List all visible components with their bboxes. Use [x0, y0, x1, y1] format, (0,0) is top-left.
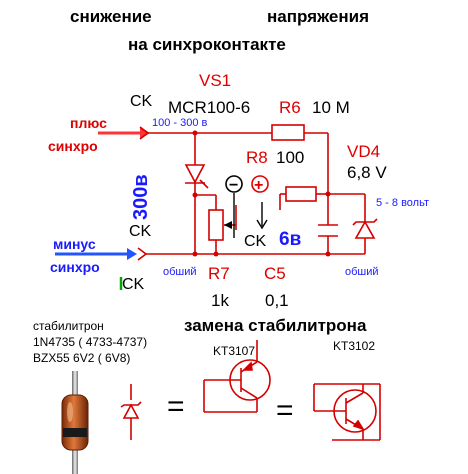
vs1-ref: VS1 — [199, 71, 231, 90]
r7-wiper-arrow — [224, 221, 232, 229]
pnp-transistor-kt3107 — [203, 340, 271, 413]
equals-1: = — [167, 390, 185, 423]
vd4-zener — [352, 218, 378, 239]
minus-sign: − — [229, 177, 238, 194]
r8-resistor — [285, 186, 317, 202]
sync-top-label: синхро — [48, 138, 98, 154]
r6-ref: R6 — [279, 98, 301, 117]
zener-diode-illustration — [61, 371, 89, 474]
v6-label: 6в — [279, 229, 301, 250]
zener-note-1: стабилитрон — [33, 319, 104, 333]
zener-symbol — [120, 384, 142, 440]
zener-note-2: 1N4735 ( 4733-4737) — [33, 335, 147, 349]
title-right: напряжения — [267, 7, 369, 26]
title-left: снижение — [70, 7, 152, 26]
ck-label-1: CK — [130, 93, 153, 110]
vs1-thyristor — [184, 164, 206, 184]
zener-note-3: BZX55 6V2 ( 6V8) — [33, 351, 130, 365]
r7-value: 1k — [211, 291, 229, 310]
c5-capacitor — [318, 224, 338, 237]
r7-resistor — [208, 209, 224, 241]
minus-arrow — [55, 248, 137, 260]
title-line2: на синхроконтакте — [128, 35, 286, 54]
vd4-value: 6,8 V — [347, 163, 387, 182]
range-in: 100 - 300 в — [152, 117, 208, 129]
replacement-title: замена стабилитрона — [184, 316, 367, 335]
ck-label-4: CK — [122, 276, 145, 293]
minus-label: минус — [53, 236, 96, 252]
r7-ref: R7 — [208, 264, 230, 283]
plus-symbol — [251, 175, 269, 193]
plus-arrow — [98, 127, 150, 139]
r8-ref: R8 — [246, 148, 268, 167]
r6-value: 10 M — [312, 98, 350, 117]
kt3107-label: KT3107 — [213, 344, 255, 358]
common-right: обший — [345, 266, 379, 278]
voltage-300-label: 300в — [130, 174, 152, 220]
r8-value: 100 — [276, 148, 304, 167]
junction-dots — [192, 130, 331, 257]
npn-transistor-kt3102 — [313, 383, 381, 441]
ck-label-3: CK — [244, 233, 267, 250]
range-out: 5 - 8 вольт — [376, 197, 429, 209]
ck-label-2: CK — [129, 223, 152, 240]
common-left: обший — [163, 266, 197, 278]
plus-label: плюс — [70, 115, 107, 131]
vd4-ref: VD4 — [347, 142, 380, 161]
c5-ref: C5 — [264, 264, 286, 283]
vs1-part: MCR100-6 — [168, 98, 250, 117]
r6-resistor — [271, 124, 305, 141]
plus-sign: + — [254, 177, 263, 194]
minus-symbol — [225, 175, 243, 193]
c5-value: 0,1 — [265, 291, 289, 310]
kt3102-label: KT3102 — [333, 339, 375, 353]
output-arrow — [233, 193, 268, 238]
equals-2: = — [276, 394, 294, 427]
sync-bottom-label: синхро — [50, 259, 100, 275]
